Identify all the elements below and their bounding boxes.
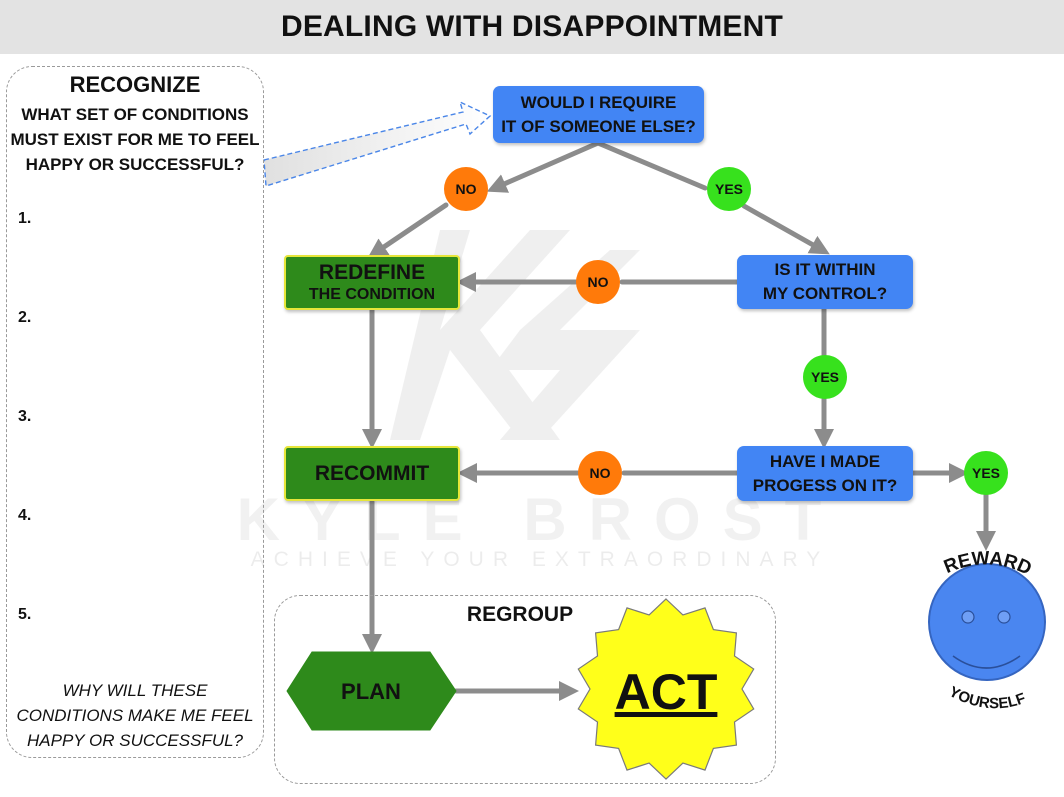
condition-item-4: 4. xyxy=(18,507,32,524)
smiley-face xyxy=(928,563,1046,681)
question-control-box: IS IT WITHIN MY CONTROL? xyxy=(737,255,913,309)
redefine-box: REDEFINE THE CONDITION xyxy=(284,255,460,310)
question-progress-line2: PROGESS ON IT? xyxy=(752,475,898,495)
arrow-no-to-redefine xyxy=(367,202,449,259)
condition-item-1: 1. xyxy=(18,210,32,227)
act-starburst xyxy=(577,598,755,780)
question-require-box: WOULD I REQUIRE IT OF SOMEONE ELSE? xyxy=(493,86,704,143)
question-progress-line1: HAVE I MADE xyxy=(769,451,881,471)
recognize-to-question-arrow xyxy=(263,100,492,187)
header-bar: DEALING WITH DISAPPOINTMENT xyxy=(0,0,1064,54)
regroup-panel xyxy=(274,595,776,784)
page-title: DEALING WITH DISAPPOINTMENT xyxy=(280,10,784,43)
decision-no-1: NO xyxy=(444,167,488,211)
recognize-question: WHAT SET OF CONDITIONS MUST EXIST FOR ME… xyxy=(10,105,260,174)
condition-item-2: 2. xyxy=(18,309,32,326)
recognize-title: RECOGNIZE xyxy=(69,72,201,97)
question-progress-box: HAVE I MADE PROGESS ON IT? xyxy=(737,446,913,501)
regroup-title: REGROUP xyxy=(466,603,574,626)
smiley-left-eye xyxy=(961,610,975,624)
plan-hexagon xyxy=(286,651,457,731)
question-control-line1: IS IT WITHIN xyxy=(774,260,876,279)
arrow-require-to-no xyxy=(486,140,601,193)
redefine-line1: REDEFINE xyxy=(318,260,426,284)
act-label: ACT xyxy=(615,664,718,720)
decision-yes-1: YES xyxy=(707,167,751,211)
why-question: WHY WILL THESE CONDITIONS MAKE ME FEEL H… xyxy=(16,681,254,750)
arrow-yes-to-control xyxy=(741,203,830,255)
smiley-right-eye xyxy=(997,610,1011,624)
decision-yes-3: YES xyxy=(964,451,1008,495)
recognize-panel xyxy=(6,66,264,758)
decision-no-2: NO xyxy=(576,260,620,304)
yourself-label: YOURSELF xyxy=(946,683,1028,712)
question-control-line2: MY CONTROL? xyxy=(762,284,888,303)
recommit-box: RECOMMIT xyxy=(284,446,460,501)
recommit-label: RECOMMIT xyxy=(314,461,430,485)
condition-item-5: 5. xyxy=(18,606,32,623)
redefine-line2: THE CONDITION xyxy=(308,285,436,303)
question-require-line2: IT OF SOMEONE ELSE? xyxy=(501,116,696,136)
smiley-mouth xyxy=(952,655,1021,669)
decision-yes-2: YES xyxy=(803,355,847,399)
question-require-line1: WOULD I REQUIRE xyxy=(520,92,677,112)
condition-item-3: 3. xyxy=(18,408,32,425)
arrow-require-to-yes xyxy=(595,140,708,191)
watermark-line2: ACHIEVE YOUR EXTRAORDINARY xyxy=(251,548,830,571)
decision-no-3: NO xyxy=(578,451,622,495)
plan-label: PLAN xyxy=(341,679,401,704)
